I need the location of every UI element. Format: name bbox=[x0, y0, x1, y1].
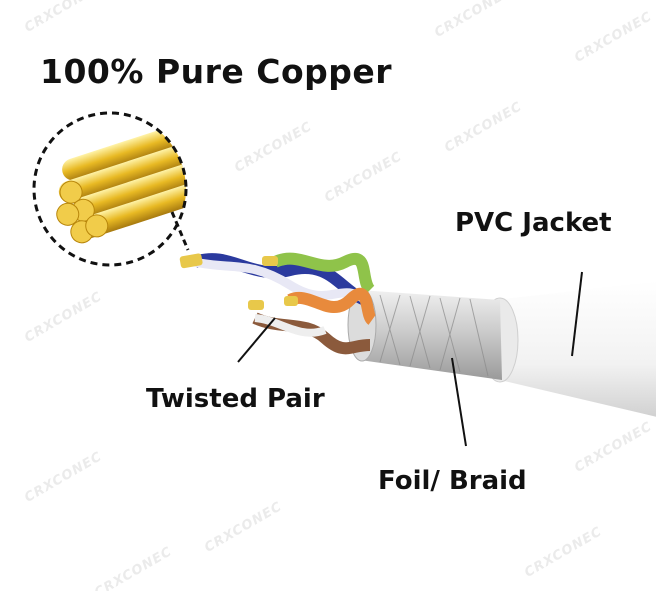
copper-strands-icon bbox=[32, 111, 190, 267]
twisted-pairs bbox=[179, 252, 377, 355]
label-foil-braid: Foil/ Braid bbox=[378, 466, 527, 496]
label-twisted-pair: Twisted Pair bbox=[146, 384, 325, 414]
foil-pointer-line bbox=[451, 357, 467, 447]
pvc-jacket bbox=[481, 281, 656, 417]
label-pvc-jacket: PVC Jacket bbox=[455, 208, 612, 238]
diagram-title: 100% Pure Copper bbox=[40, 52, 393, 91]
pvc-pointer-line bbox=[571, 271, 583, 357]
twisted-pointer-line bbox=[237, 317, 276, 363]
